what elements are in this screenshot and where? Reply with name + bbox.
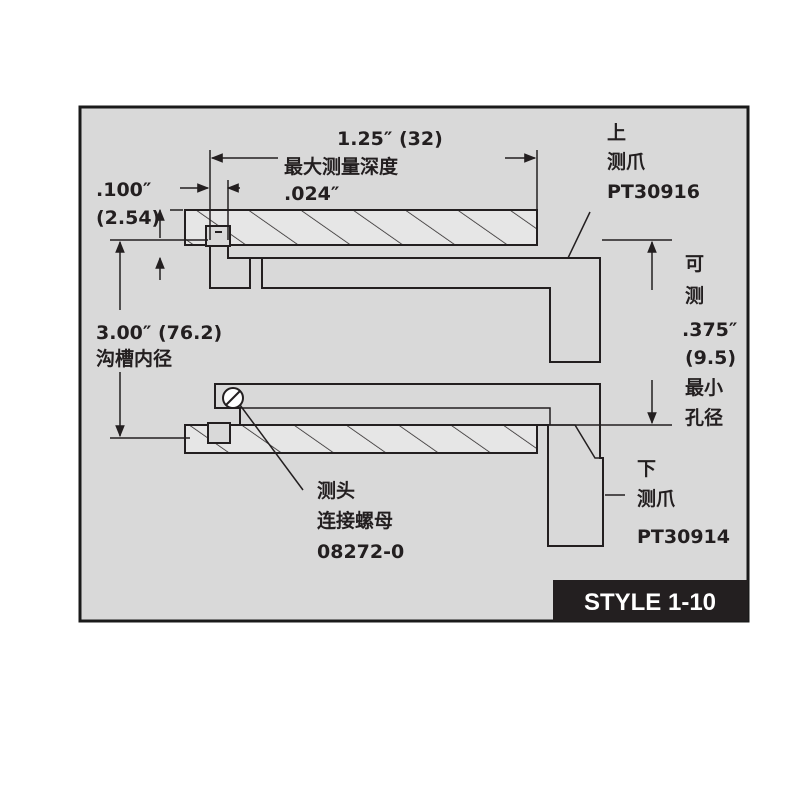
style-badge-text: STYLE 1-10 (584, 589, 716, 616)
upper-plate-notch (205, 225, 231, 247)
nut-part: 08272-0 (317, 541, 404, 563)
lower-jaw-label-1: 下 (637, 458, 656, 480)
lower-jaw-label-2: 测爪 (637, 488, 676, 510)
upper-plate (184, 209, 538, 247)
style-badge: STYLE 1-10 (553, 580, 748, 621)
lower-jaw-part: PT30914 (637, 526, 730, 548)
max-depth-dim-label: 1.25″ (32) (337, 128, 443, 150)
groove-diameter-dimension (110, 239, 208, 439)
upper-jaw-part: PT30916 (607, 181, 700, 203)
min-bore-label-1: 可 (685, 253, 704, 275)
slotted-screw-icon (222, 387, 244, 409)
lower-plate-notch (207, 422, 231, 444)
min-bore-dimension (545, 239, 672, 426)
min-bore-label-3: 最小 (685, 377, 723, 399)
offset-024-label: .024″ (284, 183, 340, 205)
nut-label-2: 连接螺母 (317, 509, 393, 532)
groove-dia-dim-label: 3.00″ (76.2) (96, 322, 222, 344)
nut-leader (239, 404, 304, 491)
upper-jaw-label-2: 测爪 (607, 151, 646, 173)
min-bore-label-4: 孔径 (685, 407, 723, 429)
min-bore-label-2: 测 (685, 285, 704, 307)
nut-label-1: 测头 (317, 480, 355, 502)
max-depth-text-label: 最大测量深度 (284, 155, 399, 178)
min-bore-mm: (9.5) (685, 347, 736, 369)
thickness-inch-label: .100″ (96, 179, 152, 201)
upper-jaw-leader (567, 211, 591, 259)
min-bore-inch: .375″ (682, 319, 738, 341)
groove-dia-text-label: 沟槽内径 (96, 347, 172, 370)
lower-plate (184, 422, 538, 454)
upper-jaw (209, 242, 601, 363)
max-depth-dimension (209, 150, 538, 240)
upper-jaw-body (209, 242, 601, 363)
diagram-panel (78, 105, 750, 623)
thickness-dimension (155, 180, 240, 280)
upper-jaw-label-1: 上 (607, 122, 626, 144)
thickness-mm-label: (2.54) (96, 207, 160, 229)
